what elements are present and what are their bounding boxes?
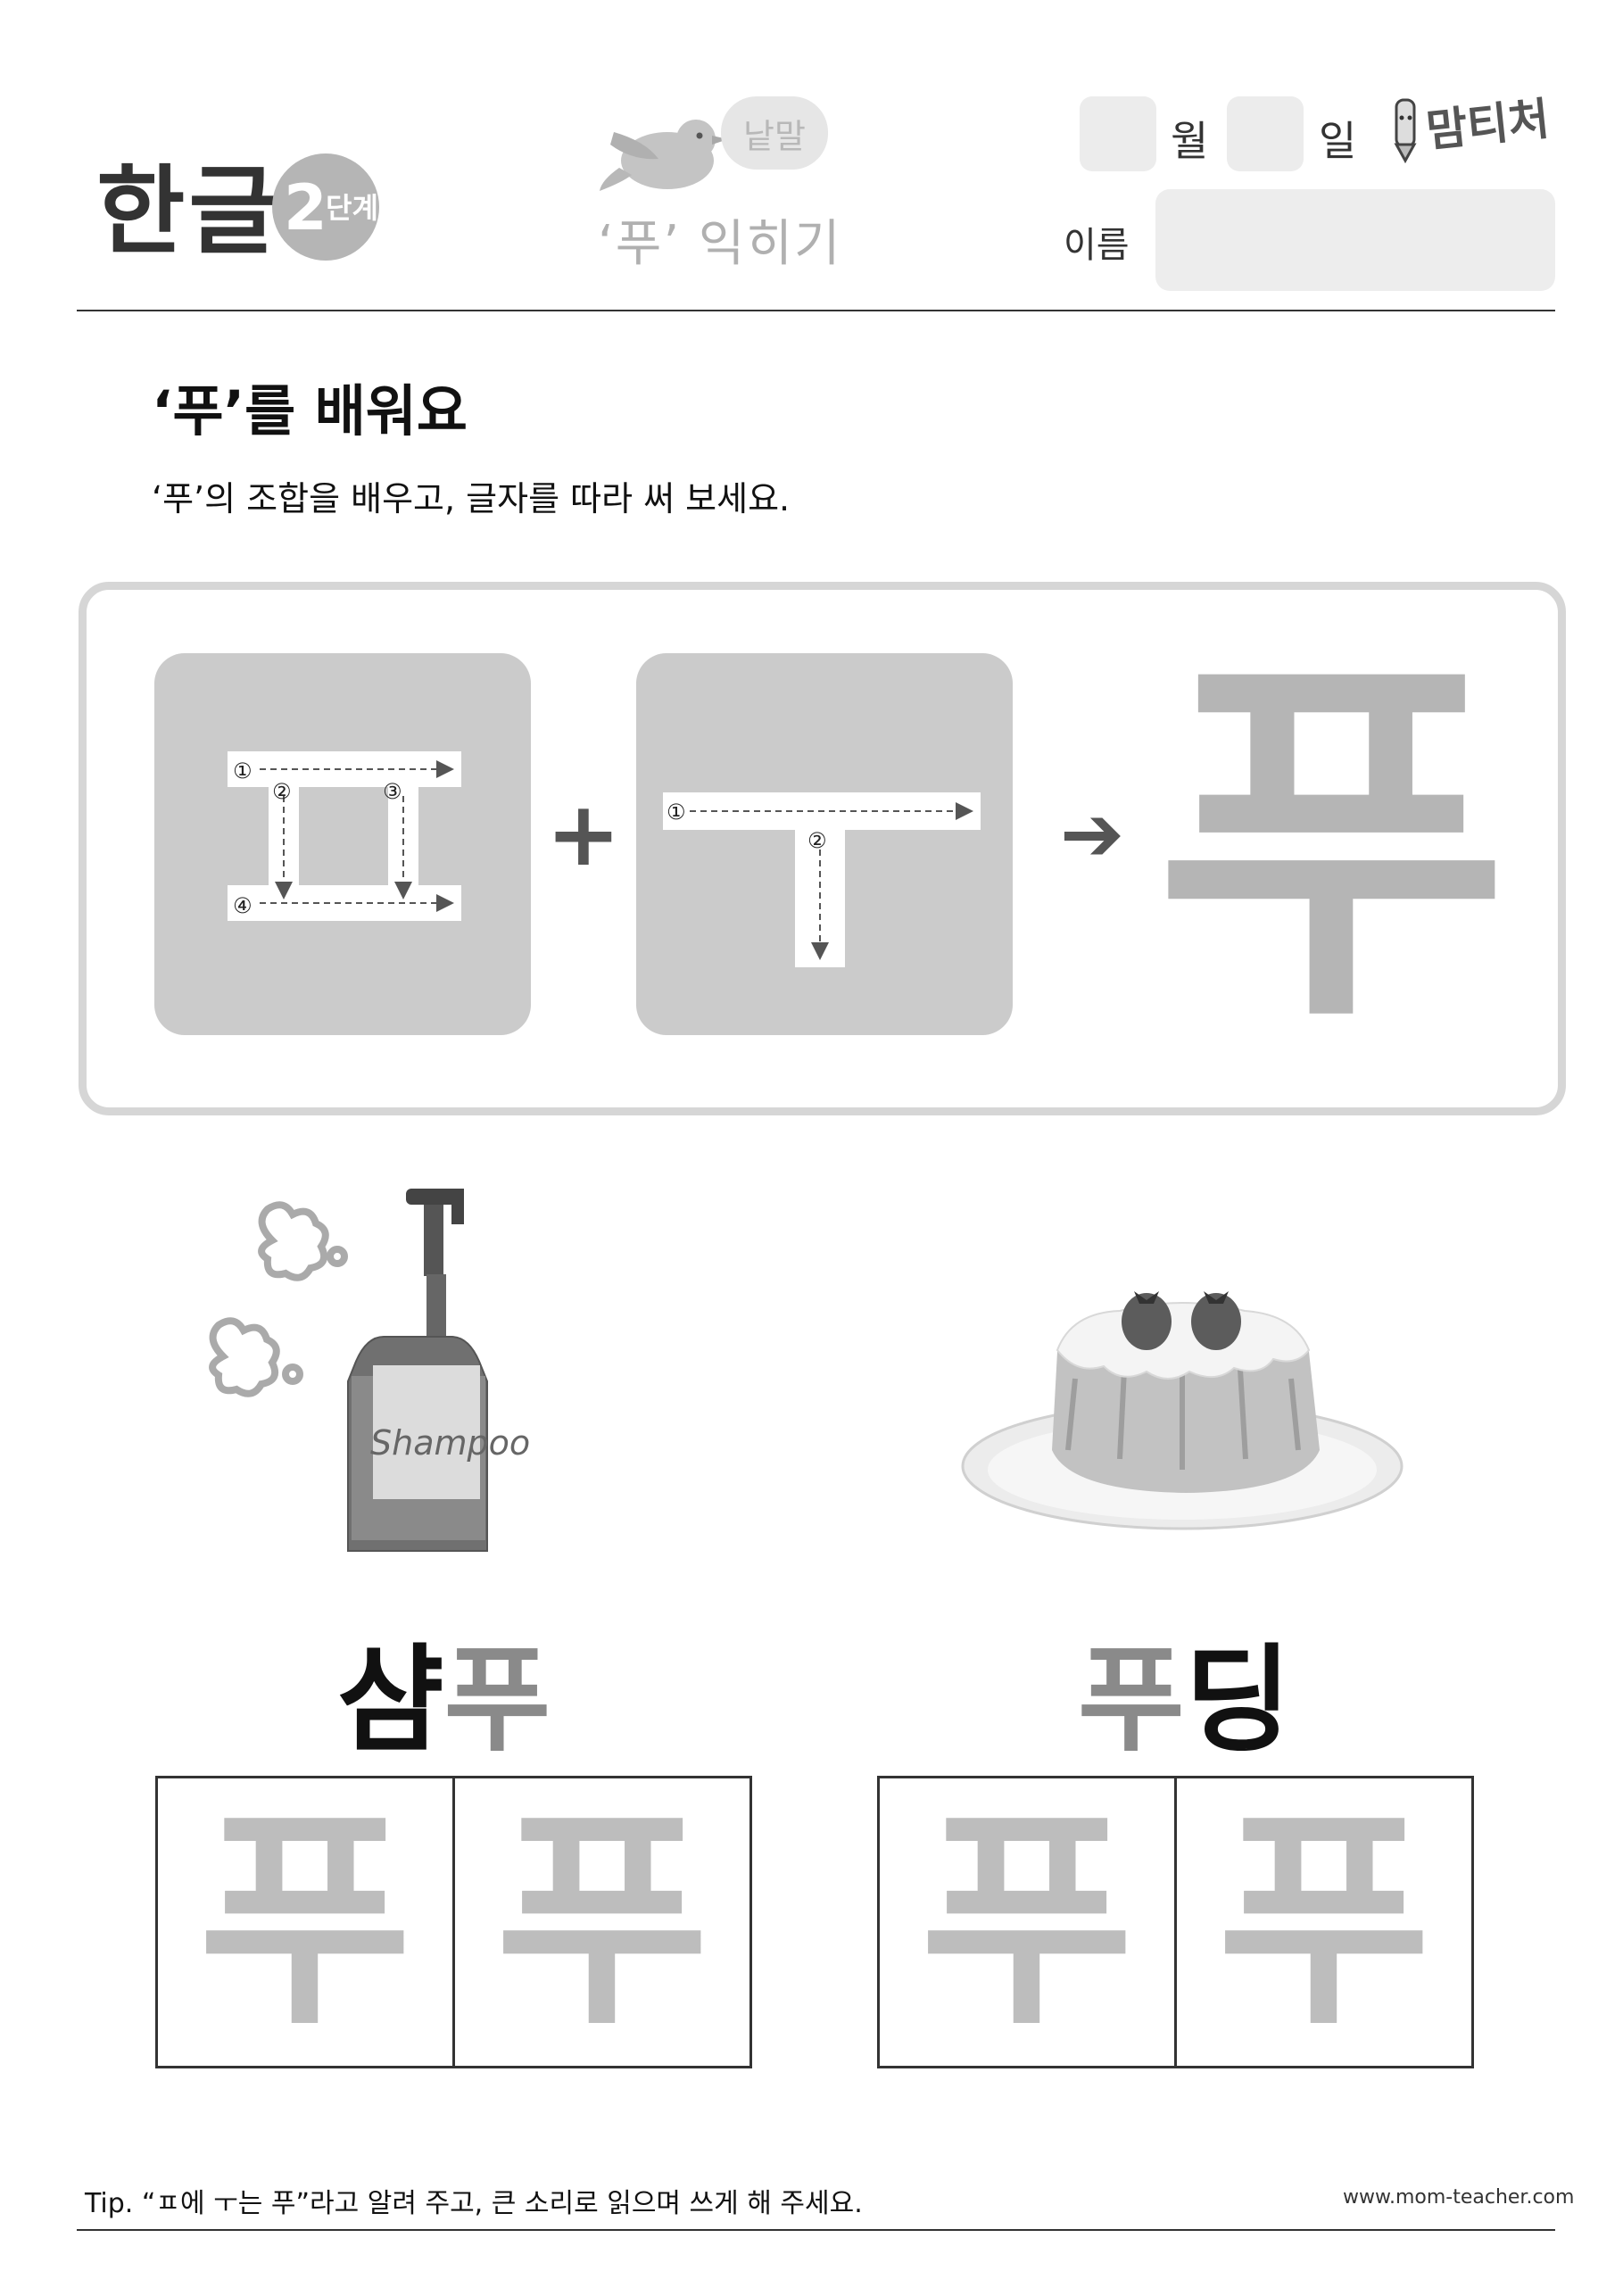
word-target-syllable: 푸 [443, 1632, 551, 1768]
second-part-tile: ㅜ ① ② [636, 653, 1013, 1035]
trace-grid-pudding: 푸 푸 [877, 1776, 1474, 2068]
level-number: 2 [284, 171, 327, 245]
pudding-plate-picture [961, 1291, 1404, 1530]
shampoo-label-text: Shampoo [370, 1423, 530, 1463]
result-syllable: 푸 [1155, 623, 1509, 1069]
level-badge [272, 153, 379, 261]
pieup-stroke-guide: ㅍ ① ② ③ ④ [228, 751, 461, 921]
arrow-right-icon: ➔ [1060, 790, 1125, 879]
month-input-box[interactable] [1080, 96, 1156, 171]
shampoo-bottle-picture: Shampoo [209, 1189, 530, 1552]
lesson-instruction: ‘푸’의 조합을 배우고, 글자를 따라 써 보세요. [152, 479, 791, 518]
plus-sign: + [546, 782, 621, 886]
speech-bubble [721, 96, 828, 170]
bird-icon [600, 120, 728, 191]
word-target-syllable: 푸 [1078, 1632, 1185, 1768]
combination-panel [79, 582, 1566, 1115]
worksheet-subtitle: ‘푸’ 익히기 [598, 215, 842, 273]
parent-tip: Tip. “ㅍ에 ㅜ는 푸”라고 알려 주고, 큰 소리로 읽으며 쓰게 해 주… [85, 2188, 863, 2219]
header-divider [77, 310, 1555, 311]
trace-cell[interactable]: 푸 [452, 1778, 749, 2066]
trace-cell[interactable]: 푸 [198, 1787, 412, 2057]
day-input-box[interactable] [1227, 96, 1304, 171]
name-label: 이름 [1064, 225, 1130, 266]
trace-cell[interactable]: 푸 [1174, 1778, 1471, 2066]
step-number: ① [667, 800, 686, 825]
step-number: ③ [383, 779, 402, 804]
name-input-box[interactable] [1155, 189, 1555, 291]
worksheet-logo: 한글 [96, 156, 281, 268]
word-dark-syllable: 딩 [1184, 1632, 1292, 1768]
word-pudding: 푸딩 [1078, 1606, 1291, 1774]
website-url[interactable]: www.mom-teacher.com [1343, 2186, 1575, 2209]
lesson-title: ‘푸’를 배워요 [152, 378, 468, 443]
first-part-tile: ㅍ ① ② ③ ④ [154, 653, 531, 1035]
pencil-mascot-icon [1394, 98, 1417, 164]
trace-grid-shampoo: 푸 푸 [155, 1776, 752, 2068]
level-unit: 단계 [326, 191, 378, 225]
u-stroke-guide: ㅜ ① ② [663, 792, 981, 967]
day-label: 일 [1319, 117, 1357, 165]
footer-divider [77, 2229, 1555, 2231]
step-number: ② [272, 779, 292, 804]
step-number: ① [233, 758, 253, 783]
trace-cell[interactable]: 푸 [920, 1787, 1134, 2057]
word-dark-syllable: 샴 [337, 1632, 444, 1768]
month-label: 월 [1171, 117, 1209, 165]
step-number: ② [807, 828, 827, 853]
bubble-word: 낱말 [743, 117, 806, 156]
word-shampoo: 샴푸 [337, 1606, 551, 1774]
step-number: ④ [233, 893, 253, 918]
brand-logo: 맘티처 [1423, 92, 1553, 158]
